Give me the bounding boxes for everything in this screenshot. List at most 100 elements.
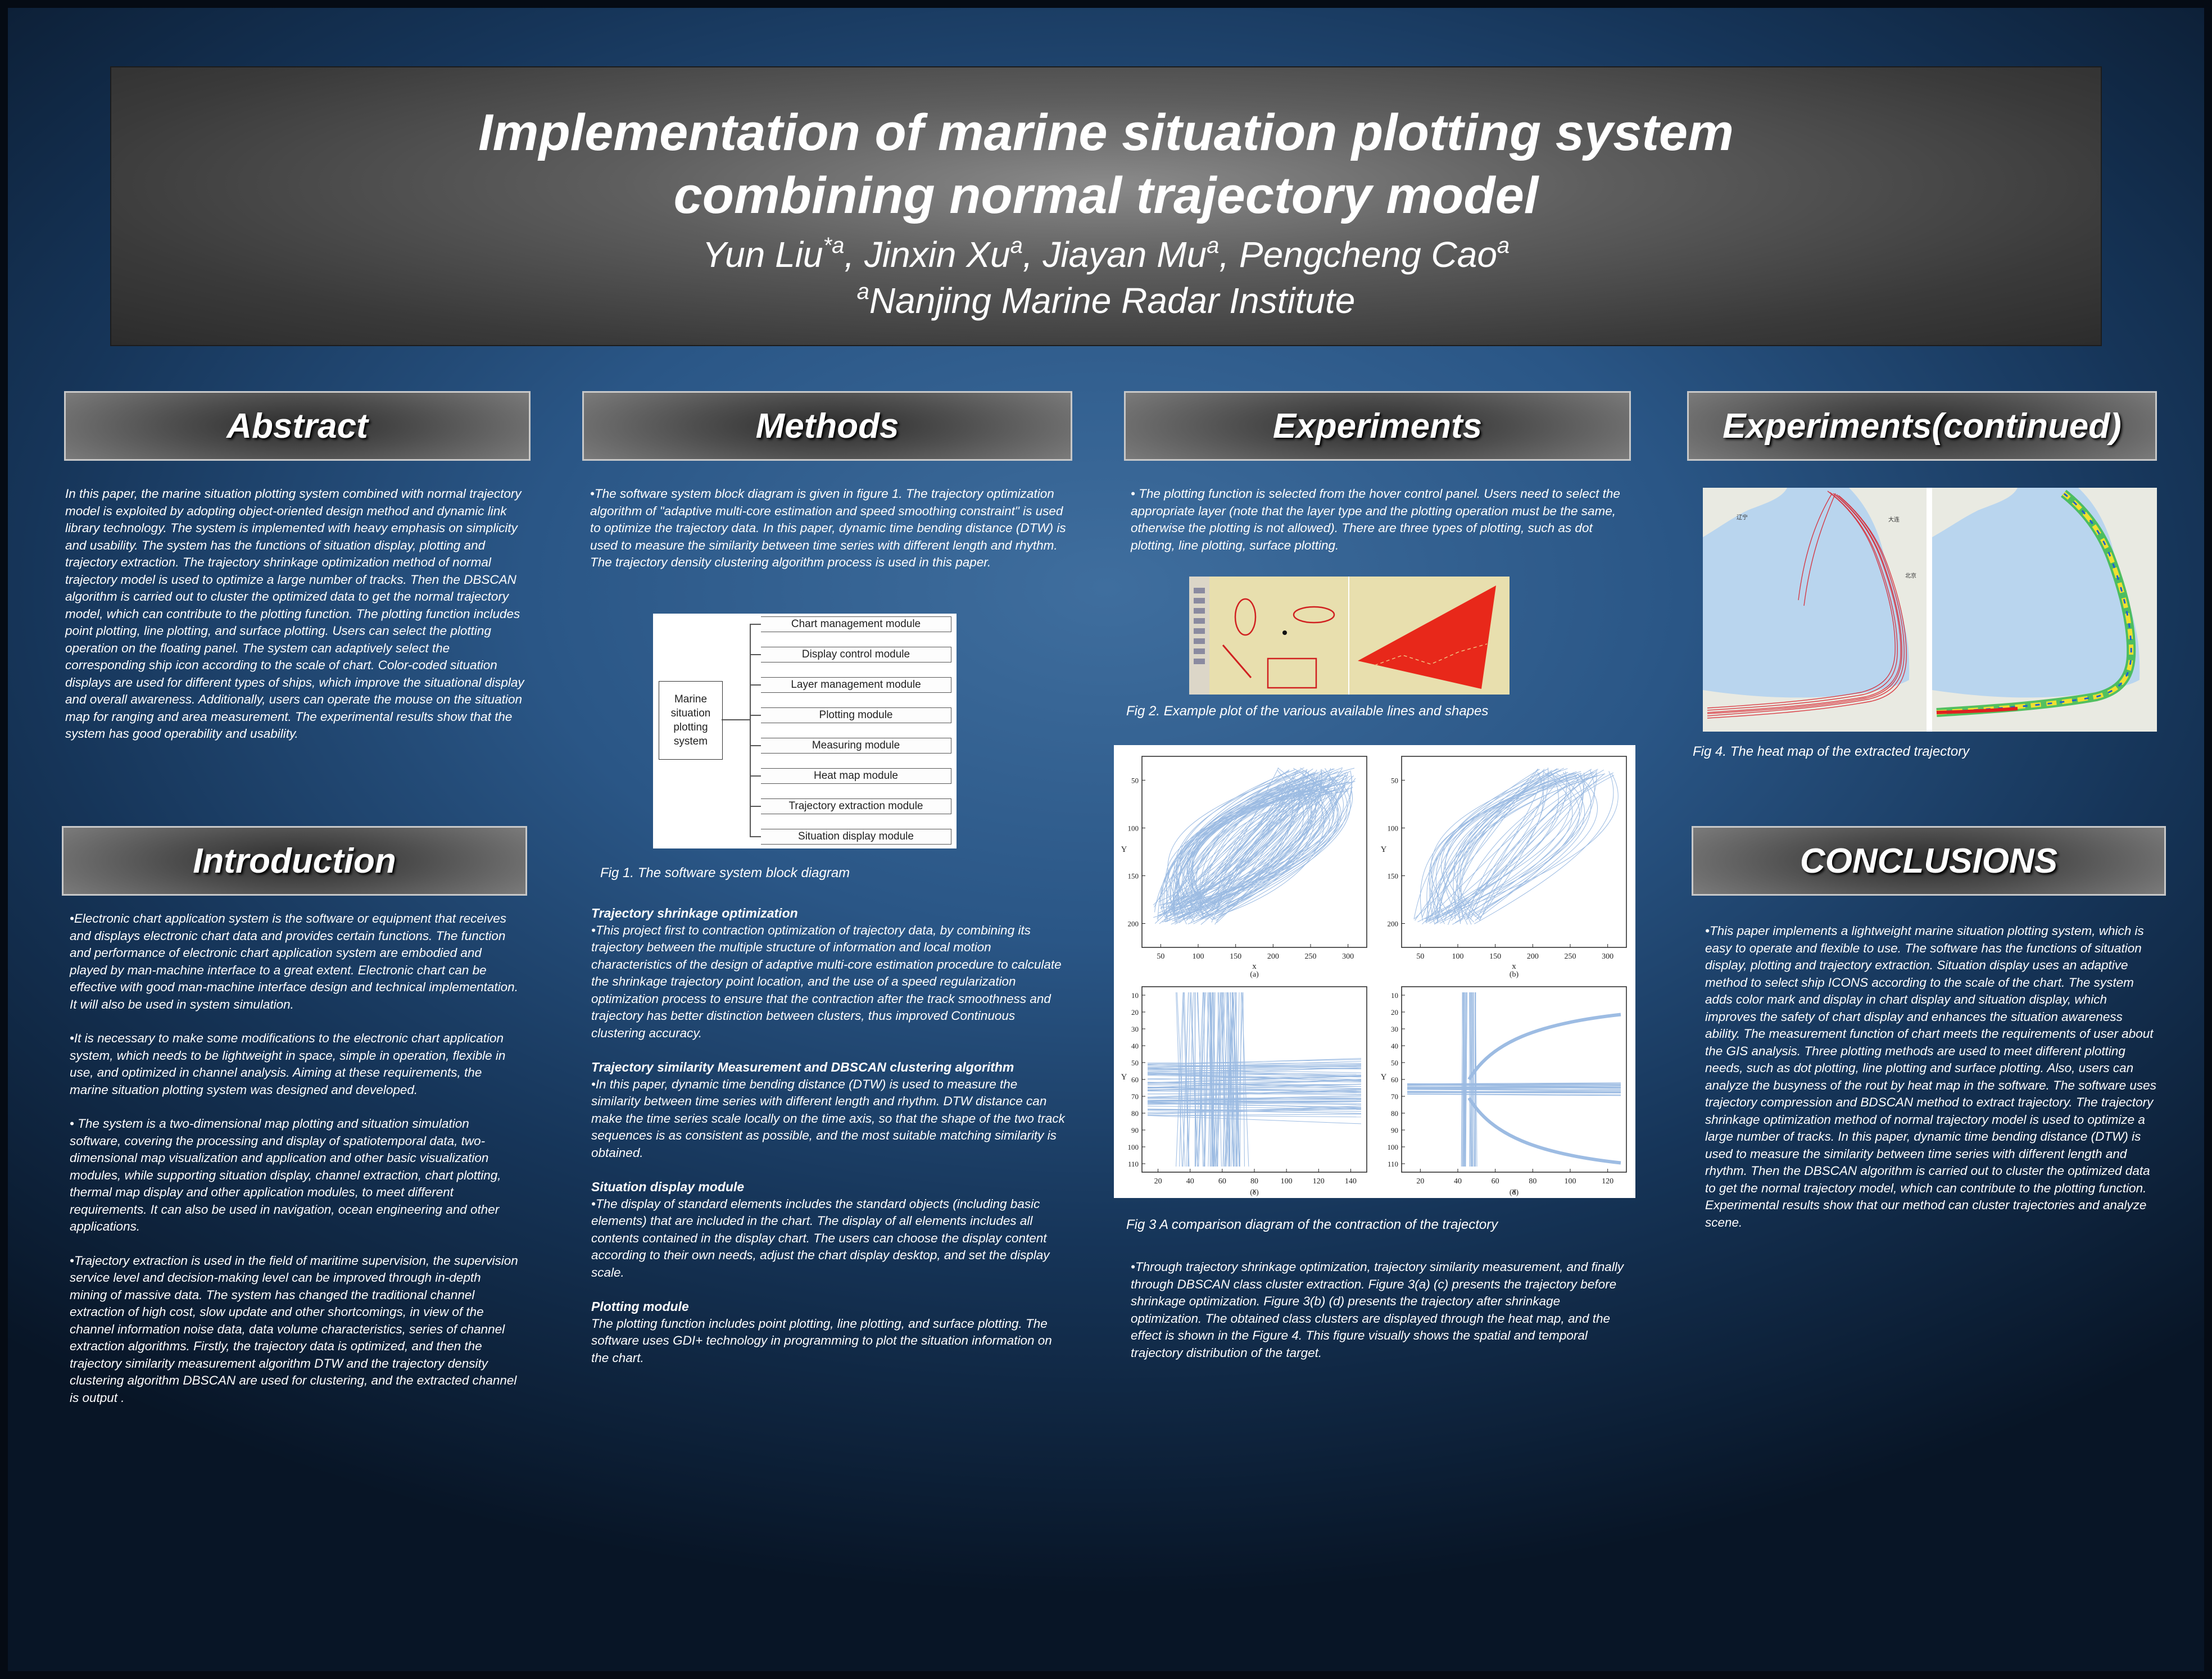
trajectory-path: [1172, 772, 1348, 910]
trajectory-path: [1147, 1068, 1362, 1069]
trajectory-path: [1407, 1083, 1621, 1086]
y-tick-label: 110: [1388, 1160, 1398, 1168]
author-name: Jinxin Xu: [864, 234, 1010, 275]
trajectory-path: [1435, 773, 1605, 924]
trajectory-path: [1231, 992, 1236, 1167]
diagram-module: Plotting module: [761, 707, 951, 723]
diagram-root-box: Marine situation plotting system: [659, 681, 723, 760]
diagram-connector: [750, 624, 762, 625]
trajectory-path: [1147, 1075, 1362, 1083]
y-tick-label: 20: [1391, 1008, 1398, 1017]
y-tick-label: 30: [1391, 1025, 1398, 1033]
trajectory-path: [1191, 786, 1326, 905]
trajectory-path: [1420, 775, 1584, 921]
y-tick-label: 50: [1131, 777, 1139, 785]
plot-frame: [1141, 756, 1367, 948]
trajectory-path: [1439, 769, 1595, 924]
diagram-connector: [750, 715, 762, 716]
rectangle-shape: [1267, 657, 1317, 689]
diagram-module: Layer management module: [761, 677, 951, 693]
section-title: Trajectory similarity Measurement and DB…: [591, 1060, 1014, 1074]
trajectory-path: [1216, 782, 1295, 923]
trajectory-path: [1197, 992, 1204, 1167]
x-tick-label: 80: [1529, 1177, 1536, 1186]
trajectory-path: [1407, 1084, 1621, 1086]
diagram-module: Measuring module: [761, 738, 951, 754]
ellipse-shape: [1293, 606, 1335, 624]
experiments-continued-header: Experiments(continued): [1687, 391, 2157, 461]
trajectory-path: [1430, 768, 1568, 919]
trajectory-path: [1168, 782, 1287, 920]
trajectory-path: [1165, 768, 1335, 923]
panel-label: (d): [1510, 1188, 1519, 1197]
trajectory-path: [1162, 786, 1312, 923]
trajectory-path: [1147, 1102, 1362, 1108]
methods-header: Methods: [582, 391, 1072, 461]
x-tick-label: 20: [1416, 1177, 1424, 1186]
x-tick-label: 150: [1230, 952, 1241, 961]
heat-band-red: [1936, 707, 2018, 714]
x-axis-label: x: [1252, 1187, 1257, 1196]
y-tick-label: 10: [1131, 991, 1139, 1000]
land-area: [1703, 488, 1787, 537]
diagram-connector: [750, 836, 762, 837]
trajectory-path: [1176, 992, 1182, 1167]
y-tick-label: 30: [1131, 1025, 1139, 1033]
intro-paragraph: •Trajectory extraction is used in the fi…: [70, 1253, 518, 1405]
x-tick-label: 100: [1193, 952, 1204, 961]
experiments-body: •Through trajectory shrinkage optimizati…: [1131, 1260, 1624, 1360]
trajectory-path: [1147, 1099, 1362, 1101]
y-axis-label: Y: [1381, 845, 1387, 854]
fig3-caption: Fig 3 A comparison diagram of the contra…: [1126, 1217, 1498, 1232]
trajectory-path: [1435, 768, 1549, 917]
trajectory-path: [1147, 1086, 1362, 1090]
trajectory-path: [1407, 1091, 1621, 1093]
trajectory-path: [1147, 1069, 1362, 1073]
diagram-module: Heat map module: [761, 768, 951, 784]
y-axis-label: Y: [1121, 845, 1127, 854]
y-tick-label: 90: [1131, 1126, 1139, 1135]
x-tick-label: 140: [1345, 1177, 1357, 1186]
trajectory-path: [1407, 1093, 1621, 1096]
trajectory-path: [1213, 774, 1338, 920]
diagram-connector: [750, 775, 762, 777]
x-tick-label: 300: [1342, 952, 1354, 961]
y-tick-label: 40: [1131, 1042, 1139, 1050]
y-tick-label: 200: [1128, 920, 1139, 928]
y-tick-label: 100: [1128, 824, 1139, 833]
y-axis-label: Y: [1381, 1073, 1387, 1082]
trajectory-path: [1452, 774, 1598, 925]
trajectory-path: [1215, 780, 1356, 910]
methods-intro: •The software system block diagram is gi…: [590, 487, 1066, 569]
trajectory-path: [1147, 1091, 1362, 1095]
map-labels: 辽宁大连北京: [1737, 514, 1916, 579]
trajectory-path: [1176, 992, 1186, 1167]
trajectory-path: [1213, 992, 1214, 1167]
trajectory-path: [1147, 1086, 1362, 1093]
trajectory-path: [1216, 787, 1353, 908]
trajectory-path: [1227, 992, 1236, 1167]
trajectory-path: [1147, 1088, 1362, 1090]
trajectory-path: [1176, 992, 1184, 1167]
trajectory-lines: [1413, 768, 1619, 925]
x-tick-label: 150: [1489, 952, 1501, 961]
trajectory-path: [1467, 1013, 1621, 1081]
trajectory-path: [1196, 772, 1343, 915]
trajectory-path: [1407, 1089, 1621, 1091]
trajectory-path: [1147, 1064, 1362, 1067]
author-name: Jiayan Mu: [1042, 234, 1207, 275]
trajectory-path: [1204, 768, 1309, 920]
trajectory-path: [1186, 769, 1322, 903]
trajectory-path: [1216, 992, 1222, 1167]
toolbar-buttons: [1194, 588, 1205, 664]
trajectory-path: [1407, 1088, 1621, 1091]
section-title: Trajectory shrinkage optimization: [591, 906, 798, 920]
abstract-header: Abstract: [64, 391, 531, 461]
panel-label: (b): [1510, 970, 1519, 979]
diagram-trunk: [750, 624, 751, 837]
plot-example-figure: [1189, 577, 1510, 695]
y-tick-label: 80: [1391, 1109, 1398, 1118]
heat-band-blue: [1936, 492, 2132, 714]
section-body: •This project first to contraction optim…: [591, 923, 1062, 1040]
author-name: Yun Liu: [702, 234, 823, 275]
